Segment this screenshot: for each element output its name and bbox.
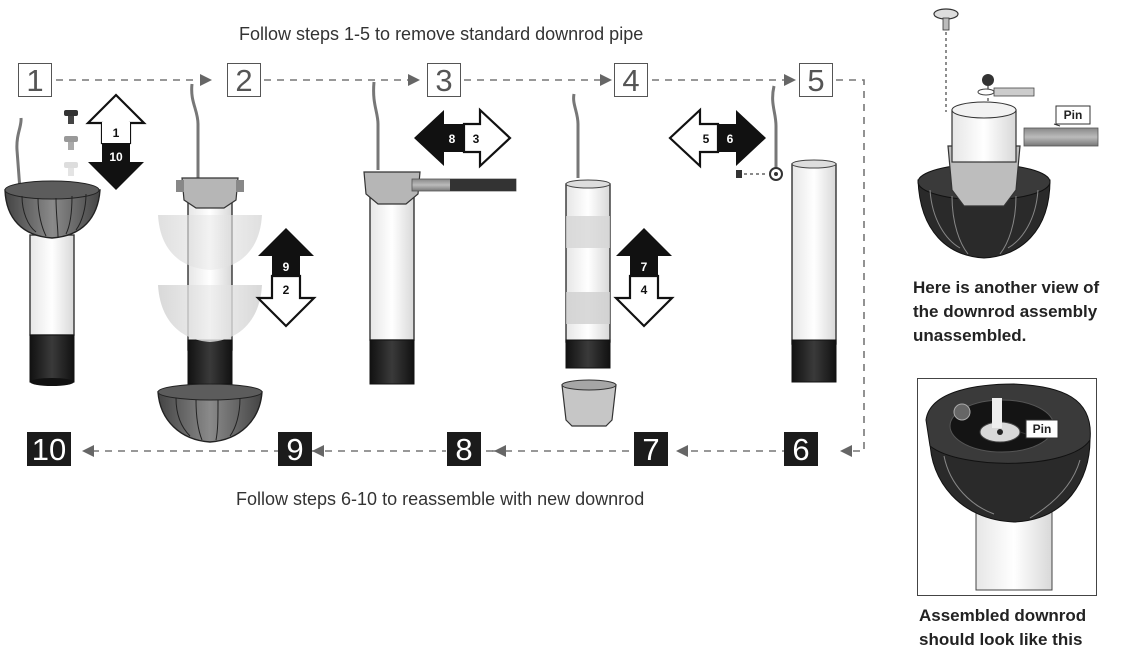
step-number-1: 1 — [18, 63, 52, 97]
step1-illustration — [4, 93, 147, 386]
arrow-label-step2-up: 9 — [283, 260, 290, 274]
arrow-label-step3-left: 8 — [449, 132, 456, 146]
arrow-label-step3-right: 3 — [473, 132, 480, 146]
step-number-8: 8 — [447, 432, 481, 466]
arrow-up-solid — [258, 228, 314, 276]
arrow-label-step1-down: 10 — [109, 150, 123, 164]
caption-remove: Follow steps 1-5 to remove standard down… — [239, 24, 644, 44]
assembled-view-frame — [917, 378, 1097, 596]
step-number-6: 6 — [784, 432, 818, 466]
pin-label-bottom: Pin — [1033, 422, 1052, 436]
flow-line-top — [56, 79, 865, 452]
pin-label-box-top — [1055, 105, 1091, 125]
arrow-left-outline — [668, 107, 720, 169]
arrow-up-solid-4 — [616, 228, 672, 276]
arrow-label-step5-left: 5 — [703, 132, 710, 146]
note-assembled-line-2: should look like this — [919, 630, 1083, 649]
assembled-view: Pin — [925, 383, 1091, 591]
step-number-4: 4 — [614, 63, 648, 97]
note-assembled: Assembled downrod should look like this — [919, 604, 1086, 652]
arrow-left-solid — [414, 110, 464, 166]
step-number-5: 5 — [799, 63, 833, 97]
step-number-2: 2 — [227, 63, 261, 97]
arrow-label-step5-right: 6 — [727, 132, 734, 146]
screw-icon — [64, 110, 78, 176]
step5-illustration — [668, 85, 837, 383]
step-number-3: 3 — [427, 63, 461, 97]
step2-illustration — [157, 83, 317, 443]
flow-arrowheads-bottom — [82, 445, 688, 457]
note-unassembled-line-2: the downrod assembly — [913, 302, 1098, 321]
flow-arrowheads-top — [200, 74, 852, 457]
step-number-9: 9 — [278, 432, 312, 466]
note-unassembled-line-3: unassembled. — [913, 326, 1027, 345]
step-number-10: 10 — [27, 432, 71, 466]
step-number-7: 7 — [634, 432, 668, 466]
arrow-right-outline — [462, 107, 512, 169]
note-unassembled-line-1: Here is another view of — [913, 278, 1100, 297]
unassembled-view: Pin — [917, 8, 1099, 259]
arrow-label-step2-down: 2 — [283, 283, 290, 297]
arrow-down-outline-4 — [613, 274, 675, 328]
arrow-label-step4-up: 7 — [641, 260, 648, 274]
arrow-label-step1-up: 1 — [113, 126, 120, 140]
step3-illustration — [363, 81, 517, 385]
arrow-down-outline — [255, 274, 317, 328]
step4-illustration — [561, 93, 675, 427]
arrow-down-solid — [88, 143, 144, 190]
caption-reassemble: Follow steps 6-10 to reassemble with new… — [236, 489, 645, 509]
arrow-label-step4-down: 4 — [641, 283, 648, 297]
arrow-right-solid — [718, 110, 766, 166]
note-unassembled: Here is another view of the downrod asse… — [913, 276, 1099, 348]
pin-label-top: Pin — [1064, 108, 1083, 122]
note-assembled-line-1: Assembled downrod — [919, 606, 1087, 625]
pin-label-box-bottom — [1025, 419, 1059, 439]
